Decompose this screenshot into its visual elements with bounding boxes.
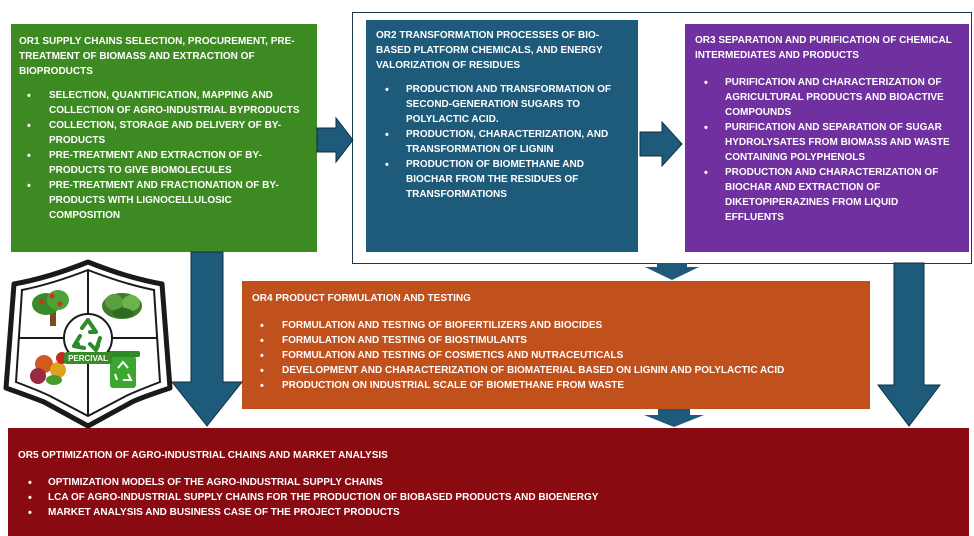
or5-item: MARKET ANALYSIS AND BUSINESS CASE OF THE… — [18, 505, 959, 522]
or4-item: PRODUCTION ON INDUSTRIAL SCALE OF BIOMET… — [252, 378, 860, 395]
or2-item: PRODUCTION OF BIOMETHANE AND BIOCHAR FRO… — [376, 157, 626, 202]
percival-logo-text: PERCIVAL — [68, 354, 108, 363]
or3-title: OR3 SEPARATION AND PURIFICATION OF CHEMI… — [695, 35, 952, 61]
or4-item: FORMULATION AND TESTING OF COSMETICS AND… — [252, 348, 860, 365]
or4-box: OR4 PRODUCT FORMULATION AND TESTING FORM… — [242, 281, 870, 409]
or5-box: OR5 OPTIMIZATION OF AGRO-INDUSTRIAL CHAI… — [8, 428, 969, 536]
or3-box: OR3 SEPARATION AND PURIFICATION OF CHEMI… — [685, 24, 969, 252]
or5-title: OR5 OPTIMIZATION OF AGRO-INDUSTRIAL CHAI… — [18, 450, 388, 461]
or5-item: OPTIMIZATION MODELS OF THE AGRO-INDUSTRI… — [18, 475, 959, 492]
recycle-bin-icon — [106, 351, 140, 388]
or1-item: SELECTION, QUANTIFICATION, MAPPING AND C… — [19, 88, 303, 118]
or2-item: PRODUCTION, CHARACTERIZATION, AND TRANSF… — [376, 127, 626, 157]
or1-item: PRE-TREATMENT AND EXTRACTION OF BY-PRODU… — [19, 148, 303, 178]
tree-icon — [32, 290, 69, 326]
or3-item: PURIFICATION AND CHARACTERIZATION OF AGR… — [695, 75, 959, 120]
or2-item: PRODUCTION AND TRANSFORMATION OF SECOND-… — [376, 82, 626, 127]
vegetables-icon — [102, 293, 142, 319]
or5-item: LCA OF AGRO-INDUSTRIAL SUPPLY CHAINS FOR… — [18, 490, 959, 507]
arrow-or2-to-or4 — [645, 263, 699, 280]
arrow-or1-to-or2 — [316, 116, 354, 164]
recycle-icon — [72, 318, 102, 352]
or4-item: FORMULATION AND TESTING OF BIOSTIMULANTS — [252, 333, 860, 350]
arrow-or3-to-or5 — [876, 262, 942, 427]
or3-list: PURIFICATION AND CHARACTERIZATION OF AGR… — [695, 75, 959, 225]
or1-item: COLLECTION, STORAGE AND DELIVERY OF BY-P… — [19, 118, 303, 148]
arrow-or2-to-or3 — [639, 120, 683, 168]
or1-box: OR1 SUPPLY CHAINS SELECTION, PROCUREMENT… — [11, 24, 317, 252]
percival-logo: PERCIVAL — [3, 259, 173, 429]
or1-title: OR1 SUPPLY CHAINS SELECTION, PROCUREMENT… — [19, 36, 295, 77]
or2-title: OR2 TRANSFORMATION PROCESSES OF BIO-BASE… — [376, 30, 603, 71]
or5-list: OPTIMIZATION MODELS OF THE AGRO-INDUSTRI… — [18, 475, 959, 522]
or2-box: OR2 TRANSFORMATION PROCESSES OF BIO-BASE… — [366, 20, 638, 252]
or1-list: SELECTION, QUANTIFICATION, MAPPING AND C… — [19, 88, 303, 223]
or2-list: PRODUCTION AND TRANSFORMATION OF SECOND-… — [376, 82, 626, 202]
or4-title: OR4 PRODUCT FORMULATION AND TESTING — [252, 293, 471, 304]
or4-item: FORMULATION AND TESTING OF BIOFERTILIZER… — [252, 318, 860, 335]
arrow-or1-to-or5 — [170, 251, 244, 427]
arrow-or4-to-or5 — [644, 409, 704, 427]
or4-list: FORMULATION AND TESTING OF BIOFERTILIZER… — [252, 318, 860, 395]
or1-item: PRE-TREATMENT AND FRACTIONATION OF BY-PR… — [19, 178, 303, 223]
or3-item: PURIFICATION AND SEPARATION OF SUGAR HYD… — [695, 120, 959, 165]
or4-item: DEVELOPMENT AND CHARACTERIZATION OF BIOM… — [252, 363, 860, 380]
or3-item: PRODUCTION AND CHARACTERIZATION OF BIOCH… — [695, 165, 959, 225]
